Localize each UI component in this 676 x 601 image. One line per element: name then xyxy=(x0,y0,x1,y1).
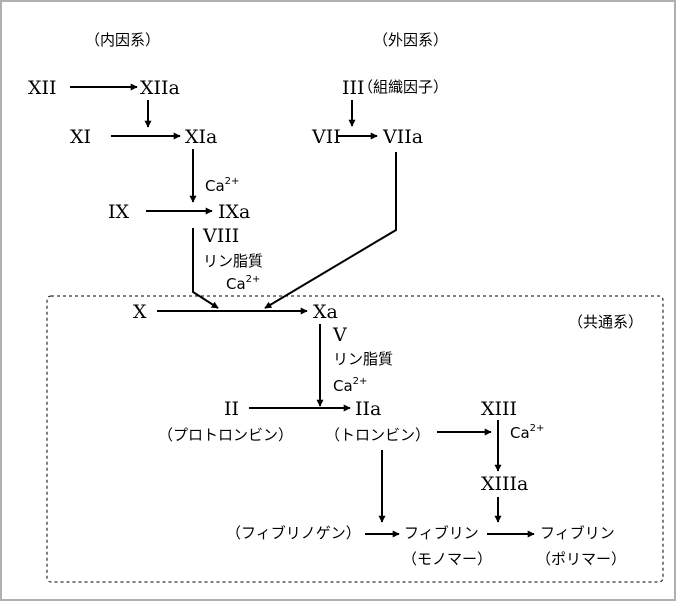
factor-iii: III xyxy=(342,77,365,99)
polymer-label: （ポリマー） xyxy=(536,550,626,568)
factor-ixa: IXa xyxy=(218,201,250,223)
monomer-label: （モノマー） xyxy=(402,550,492,568)
thrombin-label: （トロンビン） xyxy=(325,426,430,444)
factor-xi: XI xyxy=(70,126,91,148)
factor-xiiia: XIIIa xyxy=(481,473,528,495)
factor-xiii: XIII xyxy=(481,398,517,420)
common-pathway-box xyxy=(46,295,664,583)
intrinsic-system-label: （内因系） xyxy=(85,31,160,49)
fibrin-polymer-label: フィブリン xyxy=(540,524,615,542)
factor-viia: VIIa xyxy=(382,126,423,148)
factor-xa: Xa xyxy=(313,301,338,323)
factor-ix: IX xyxy=(108,201,130,223)
arrow-viia-to-x-path xyxy=(264,152,397,309)
factor-xiia: XIIa xyxy=(140,77,180,99)
factor-xia: XIa xyxy=(185,126,217,148)
factor-ii: II xyxy=(224,398,239,420)
fibrin-monomer-label: フィブリン xyxy=(404,524,479,542)
factor-xii: XII xyxy=(28,77,57,99)
common-system-label: （共通系） xyxy=(568,313,643,331)
fibrinogen-label: （フィブリノゲン） xyxy=(226,524,361,542)
factor-iia: IIa xyxy=(355,398,381,420)
tissue-factor-label: （組織因子） xyxy=(358,78,448,96)
factor-v: V xyxy=(332,324,347,346)
phospholipid-label-2: リン脂質 xyxy=(333,350,393,368)
factor-viii: VIII xyxy=(202,225,239,247)
prothrombin-label: （プロトロンビン） xyxy=(158,426,293,444)
calcium-label-4: Ca2+ xyxy=(510,423,544,442)
phospholipid-label-1: リン脂質 xyxy=(203,252,263,270)
factor-vii: VII xyxy=(311,126,341,148)
calcium-label-3: Ca2+ xyxy=(333,376,367,395)
calcium-label-1: Ca2+ xyxy=(205,176,239,195)
extrinsic-system-label: （外因系） xyxy=(373,31,448,49)
calcium-label-2: Ca2+ xyxy=(226,274,260,293)
arrow-ixa-to-x-path xyxy=(192,228,219,309)
factor-x: X xyxy=(133,301,147,323)
